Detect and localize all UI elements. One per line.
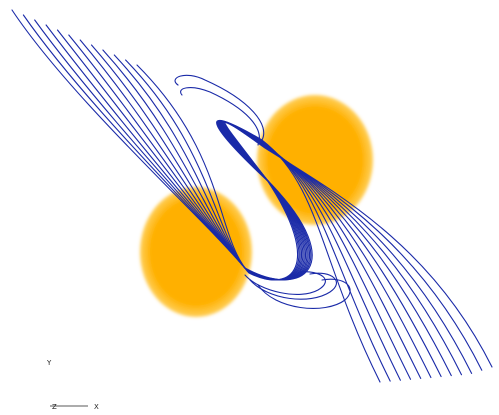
field-line-loop (174, 74, 265, 141)
z-axis-label: Z (52, 403, 57, 411)
y-axis-label: Y (46, 359, 52, 367)
field-line-loop (180, 87, 260, 146)
orange-sphere-right (257, 95, 373, 225)
field-line (136, 64, 493, 368)
x-axis-label: X (94, 403, 99, 411)
blue-magnetic-field-lines (11, 9, 493, 383)
field-line-loop (249, 272, 337, 300)
field-line-loop (257, 278, 351, 309)
axis-triad: Y Z X (46, 359, 99, 411)
